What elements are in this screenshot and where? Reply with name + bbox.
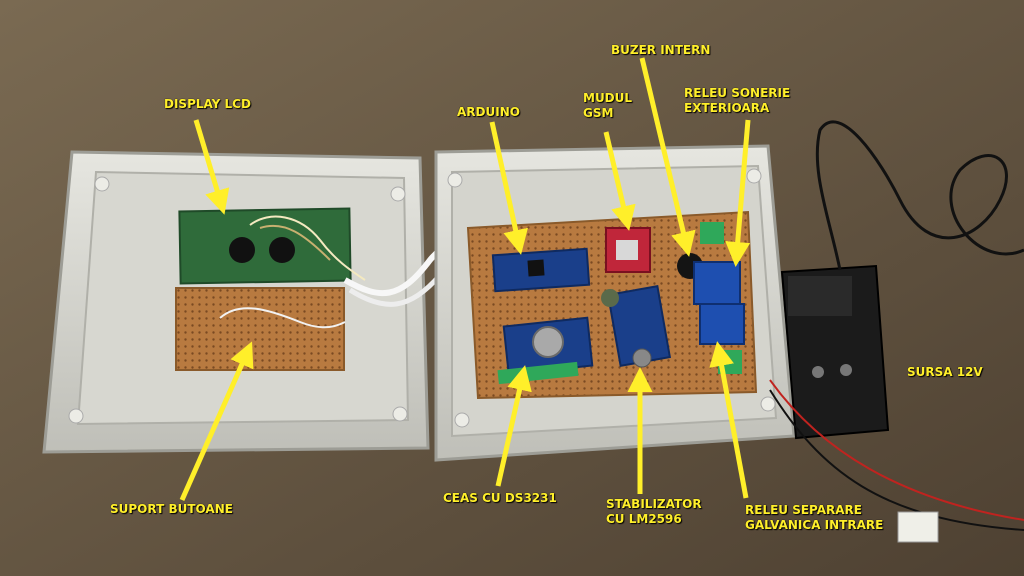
label-buzer-intern: BUZER INTERN <box>611 43 711 57</box>
terminal-top <box>700 222 724 244</box>
label-arduino: ARDUINO <box>457 105 520 119</box>
label-releu-sonerie: RELEU SONERIE EXTERIOARA <box>684 86 791 115</box>
arrow-releu-separare <box>709 341 749 499</box>
power-adapter <box>780 264 890 440</box>
arrow-gsm <box>603 131 636 231</box>
label-sursa: SURSA 12V <box>907 365 983 379</box>
arrow-ceas <box>495 365 532 487</box>
arrow-suport-butoane <box>179 341 254 502</box>
arrow-display-lcd <box>193 119 230 215</box>
arrow-releu-sonerie <box>725 119 751 267</box>
arrow-buzer <box>639 57 696 257</box>
lcd-display-board <box>178 207 366 285</box>
label-modul-gsm: MUDUL GSM <box>583 91 633 120</box>
label-suport-butoane: SUPORT BUTOANE <box>110 502 233 516</box>
label-ceas: CEAS CU DS3231 <box>443 491 557 505</box>
power-cord <box>815 120 1024 271</box>
button-perfboard <box>175 287 345 371</box>
terminal-connector <box>897 511 939 543</box>
arrow-arduino <box>489 121 528 255</box>
relay-top <box>693 261 741 305</box>
gsm-module <box>605 227 651 273</box>
label-display-lcd: DISPLAY LCD <box>164 97 251 111</box>
relay-bottom <box>699 303 745 345</box>
annotation-arrows <box>179 57 751 502</box>
label-releu-separare: RELEU SEPARARE GALVANICA INTRARE <box>745 503 884 532</box>
label-stabilizator: STABILIZATOR CU LM2596 <box>606 497 702 526</box>
